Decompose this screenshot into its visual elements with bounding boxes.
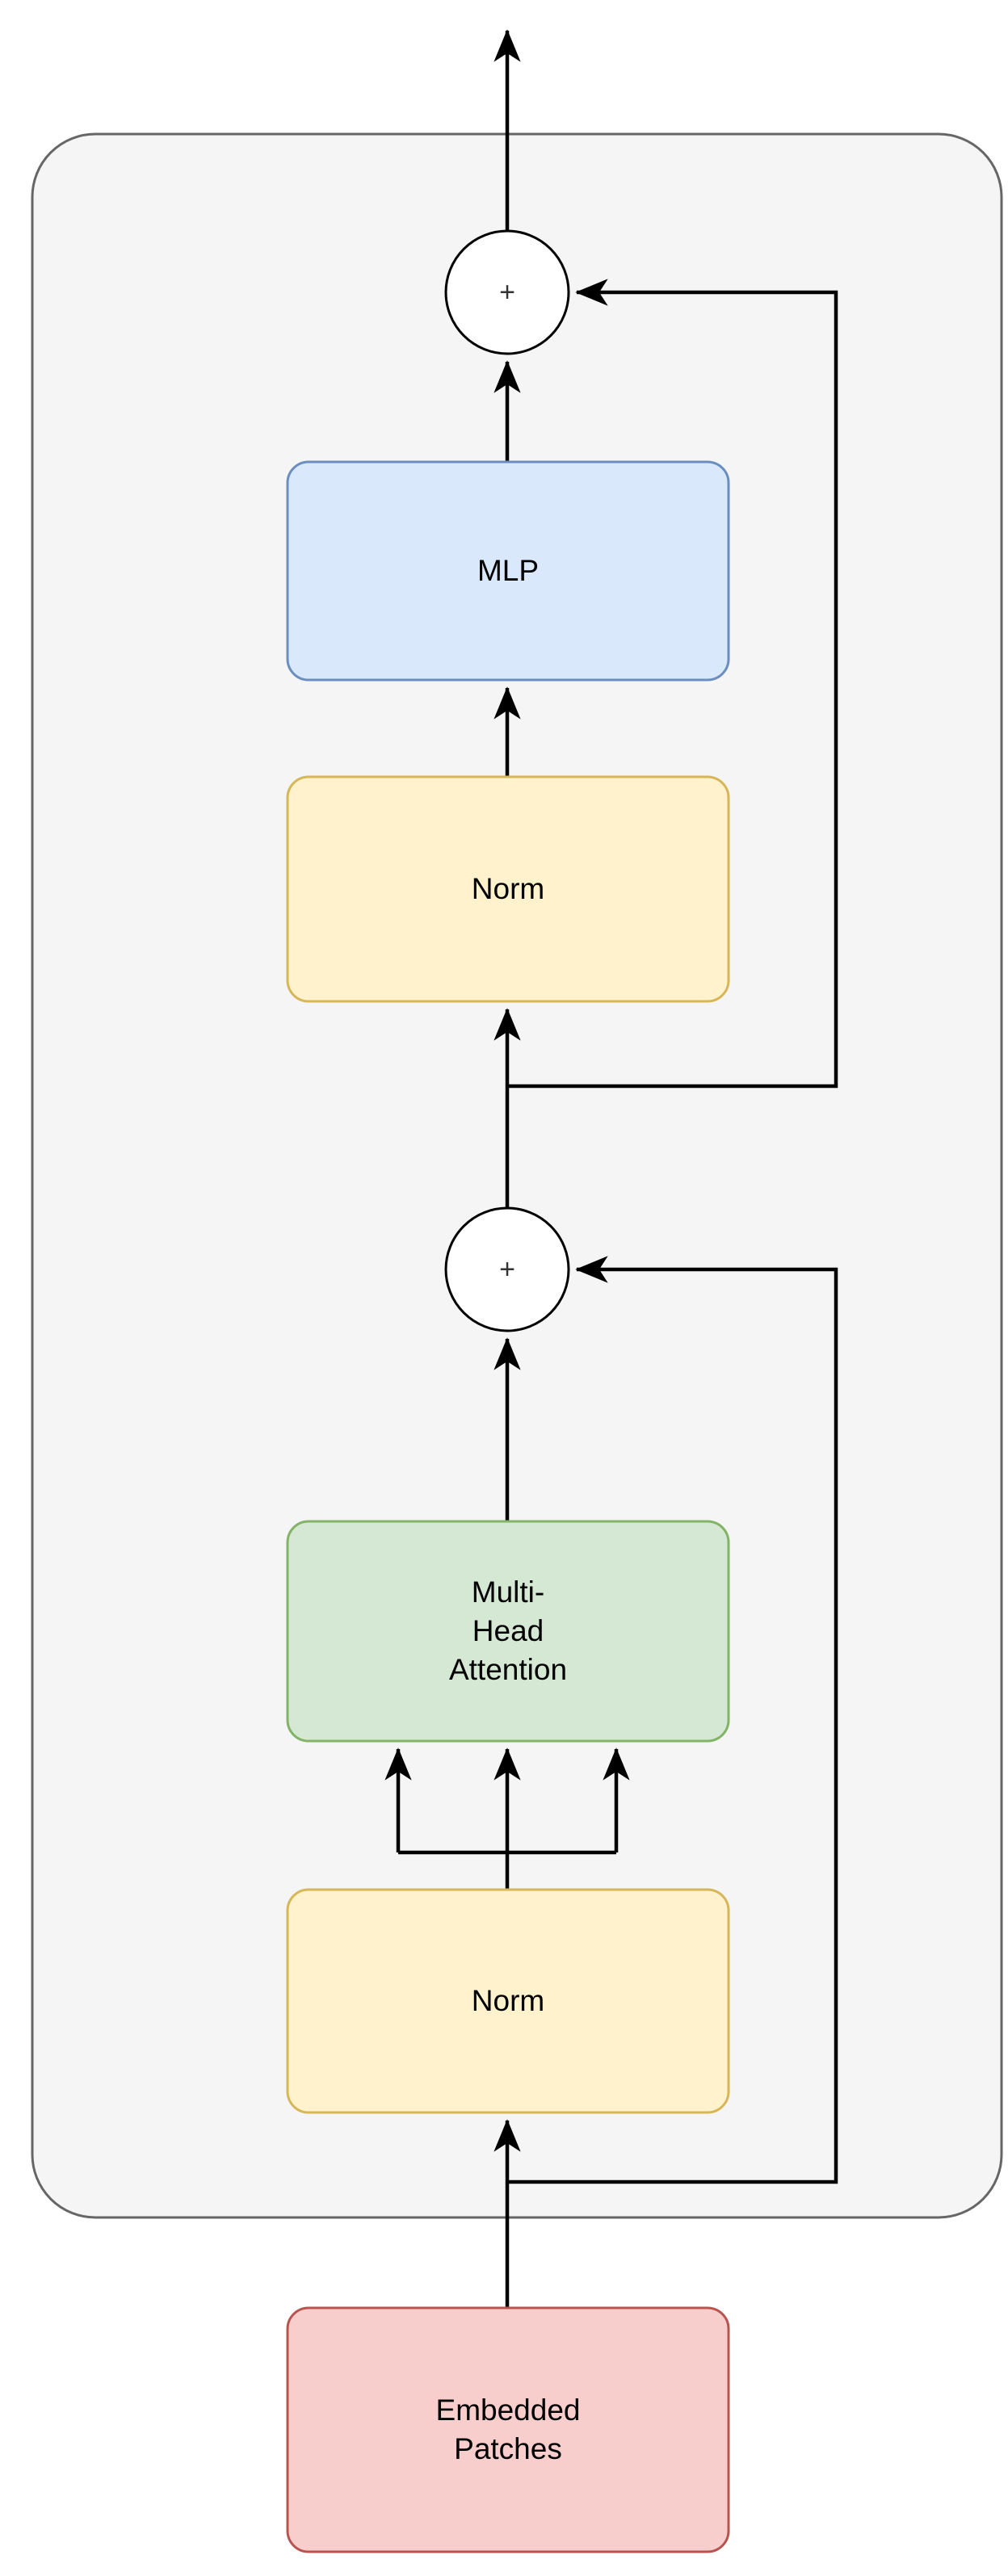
node-norm-upper[interactable] xyxy=(286,775,730,1003)
encoder-container xyxy=(31,132,1003,2219)
node-multi-head-attention[interactable] xyxy=(286,1520,730,1743)
node-sum-bottom[interactable] xyxy=(444,1206,570,1332)
node-sum-top[interactable] xyxy=(444,229,570,355)
edge-residual-attention xyxy=(507,1256,838,2184)
node-norm-lower[interactable] xyxy=(286,1888,730,2114)
node-embedded-patches[interactable] xyxy=(286,2306,730,2553)
node-mlp[interactable] xyxy=(286,460,730,682)
edge-residual-mlp xyxy=(507,279,838,1089)
